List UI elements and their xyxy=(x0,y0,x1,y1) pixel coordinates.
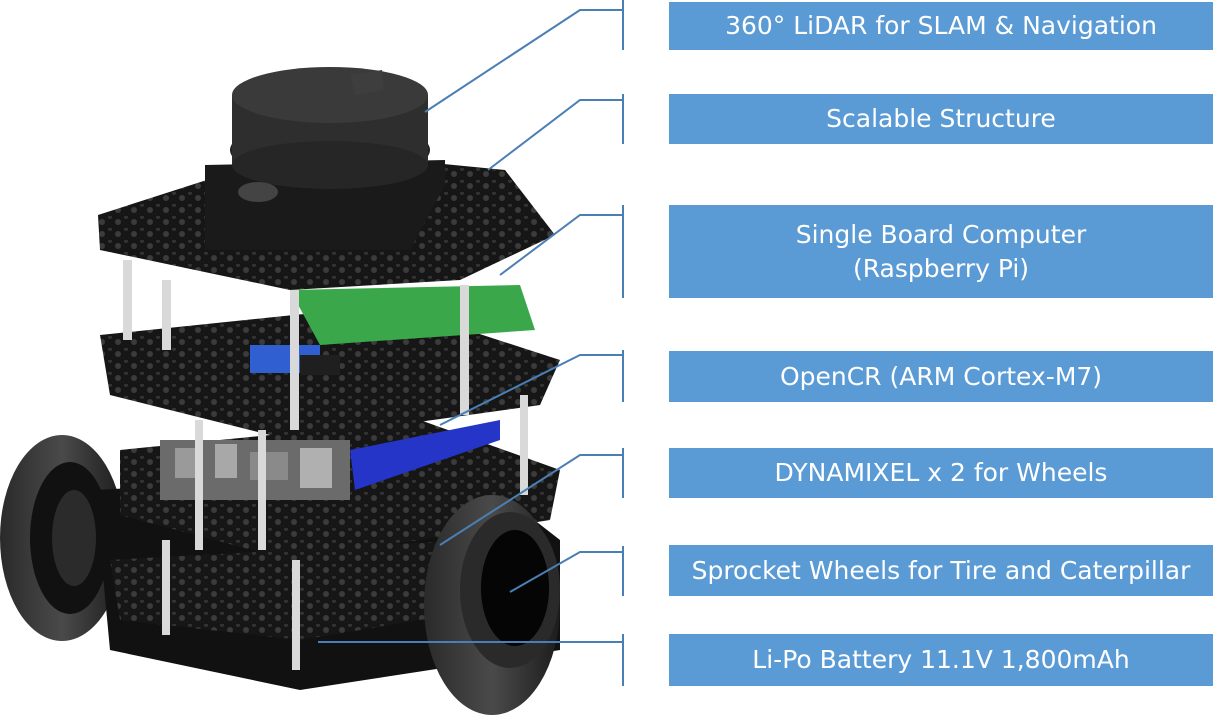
label-sbc-line-1: Single Board Computer xyxy=(795,219,1087,249)
label-single-board-computer: Single Board Computer (Raspberry Pi) xyxy=(669,205,1213,298)
label-lidar-text: 360° LiDAR for SLAM & Navigation xyxy=(725,11,1157,40)
leader-lines xyxy=(318,0,624,686)
label-scalable-structure-text: Scalable Structure xyxy=(826,104,1056,133)
label-lidar: 360° LiDAR for SLAM & Navigation xyxy=(669,2,1213,50)
turtlebot-robot xyxy=(0,67,560,715)
label-opencr-text: OpenCR (ARM Cortex-M7) xyxy=(779,361,1103,391)
label-battery: Li-Po Battery 11.1V 1,800mAh xyxy=(669,634,1213,686)
standoffs xyxy=(123,260,528,670)
leader-line-lidar xyxy=(424,0,624,113)
label-opencr: OpenCR (ARM Cortex-M7) xyxy=(669,351,1213,402)
leader-line-opencr xyxy=(439,350,624,426)
label-dynamixel-text: DYNAMIXEL x 2 for Wheels xyxy=(774,458,1108,487)
right-wheel xyxy=(424,495,560,715)
label-sprocket-wheels: Sprocket Wheels for Tire and Caterpillar xyxy=(669,545,1213,596)
left-wheel xyxy=(0,435,124,641)
leader-line-sbc xyxy=(499,205,624,298)
lidar-sensor xyxy=(205,67,445,250)
label-scalable-structure: Scalable Structure xyxy=(669,94,1213,144)
label-dynamixel: DYNAMIXEL x 2 for Wheels xyxy=(669,448,1213,498)
leader-line-structure xyxy=(487,94,624,171)
label-sbc-line-2: (Raspberry Pi) xyxy=(852,253,1030,283)
raspberry-pi-layer xyxy=(100,285,560,440)
label-sprocket-wheels-text: Sprocket Wheels for Tire and Caterpillar xyxy=(691,555,1191,585)
label-battery-text: Li-Po Battery 11.1V 1,800mAh xyxy=(752,645,1130,674)
leader-line-battery xyxy=(318,634,624,686)
leader-line-dynamixel xyxy=(439,448,624,546)
leader-line-wheels xyxy=(509,546,624,596)
